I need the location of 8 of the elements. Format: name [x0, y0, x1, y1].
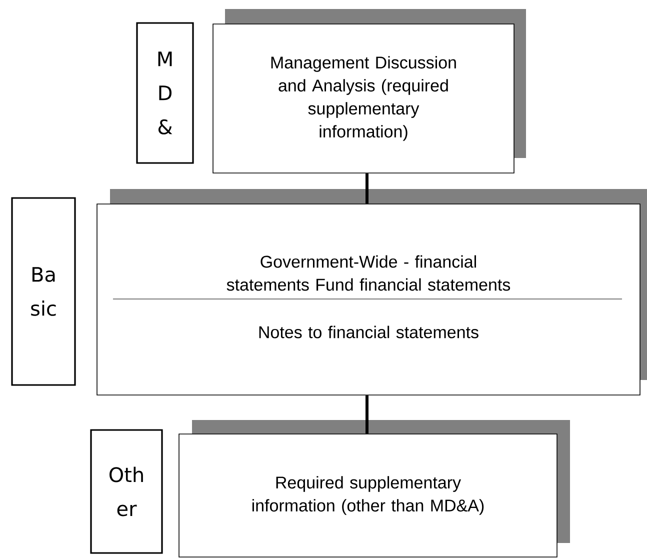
label-box: M D &: [136, 22, 194, 164]
statement-box: Required supplementary information (other than MD&A): [178, 420, 570, 558]
connector-line: [366, 395, 368, 434]
label-box: Oth er: [90, 429, 163, 554]
statement-box: Government-Wide - financial statements Fund financial statements Notes to financial statements: [96, 189, 647, 396]
label-box: Ba sic: [11, 197, 76, 386]
connector-line: [366, 173, 368, 204]
statement-box: Management Discussion and Analysis (required supplementary information): [212, 9, 526, 174]
